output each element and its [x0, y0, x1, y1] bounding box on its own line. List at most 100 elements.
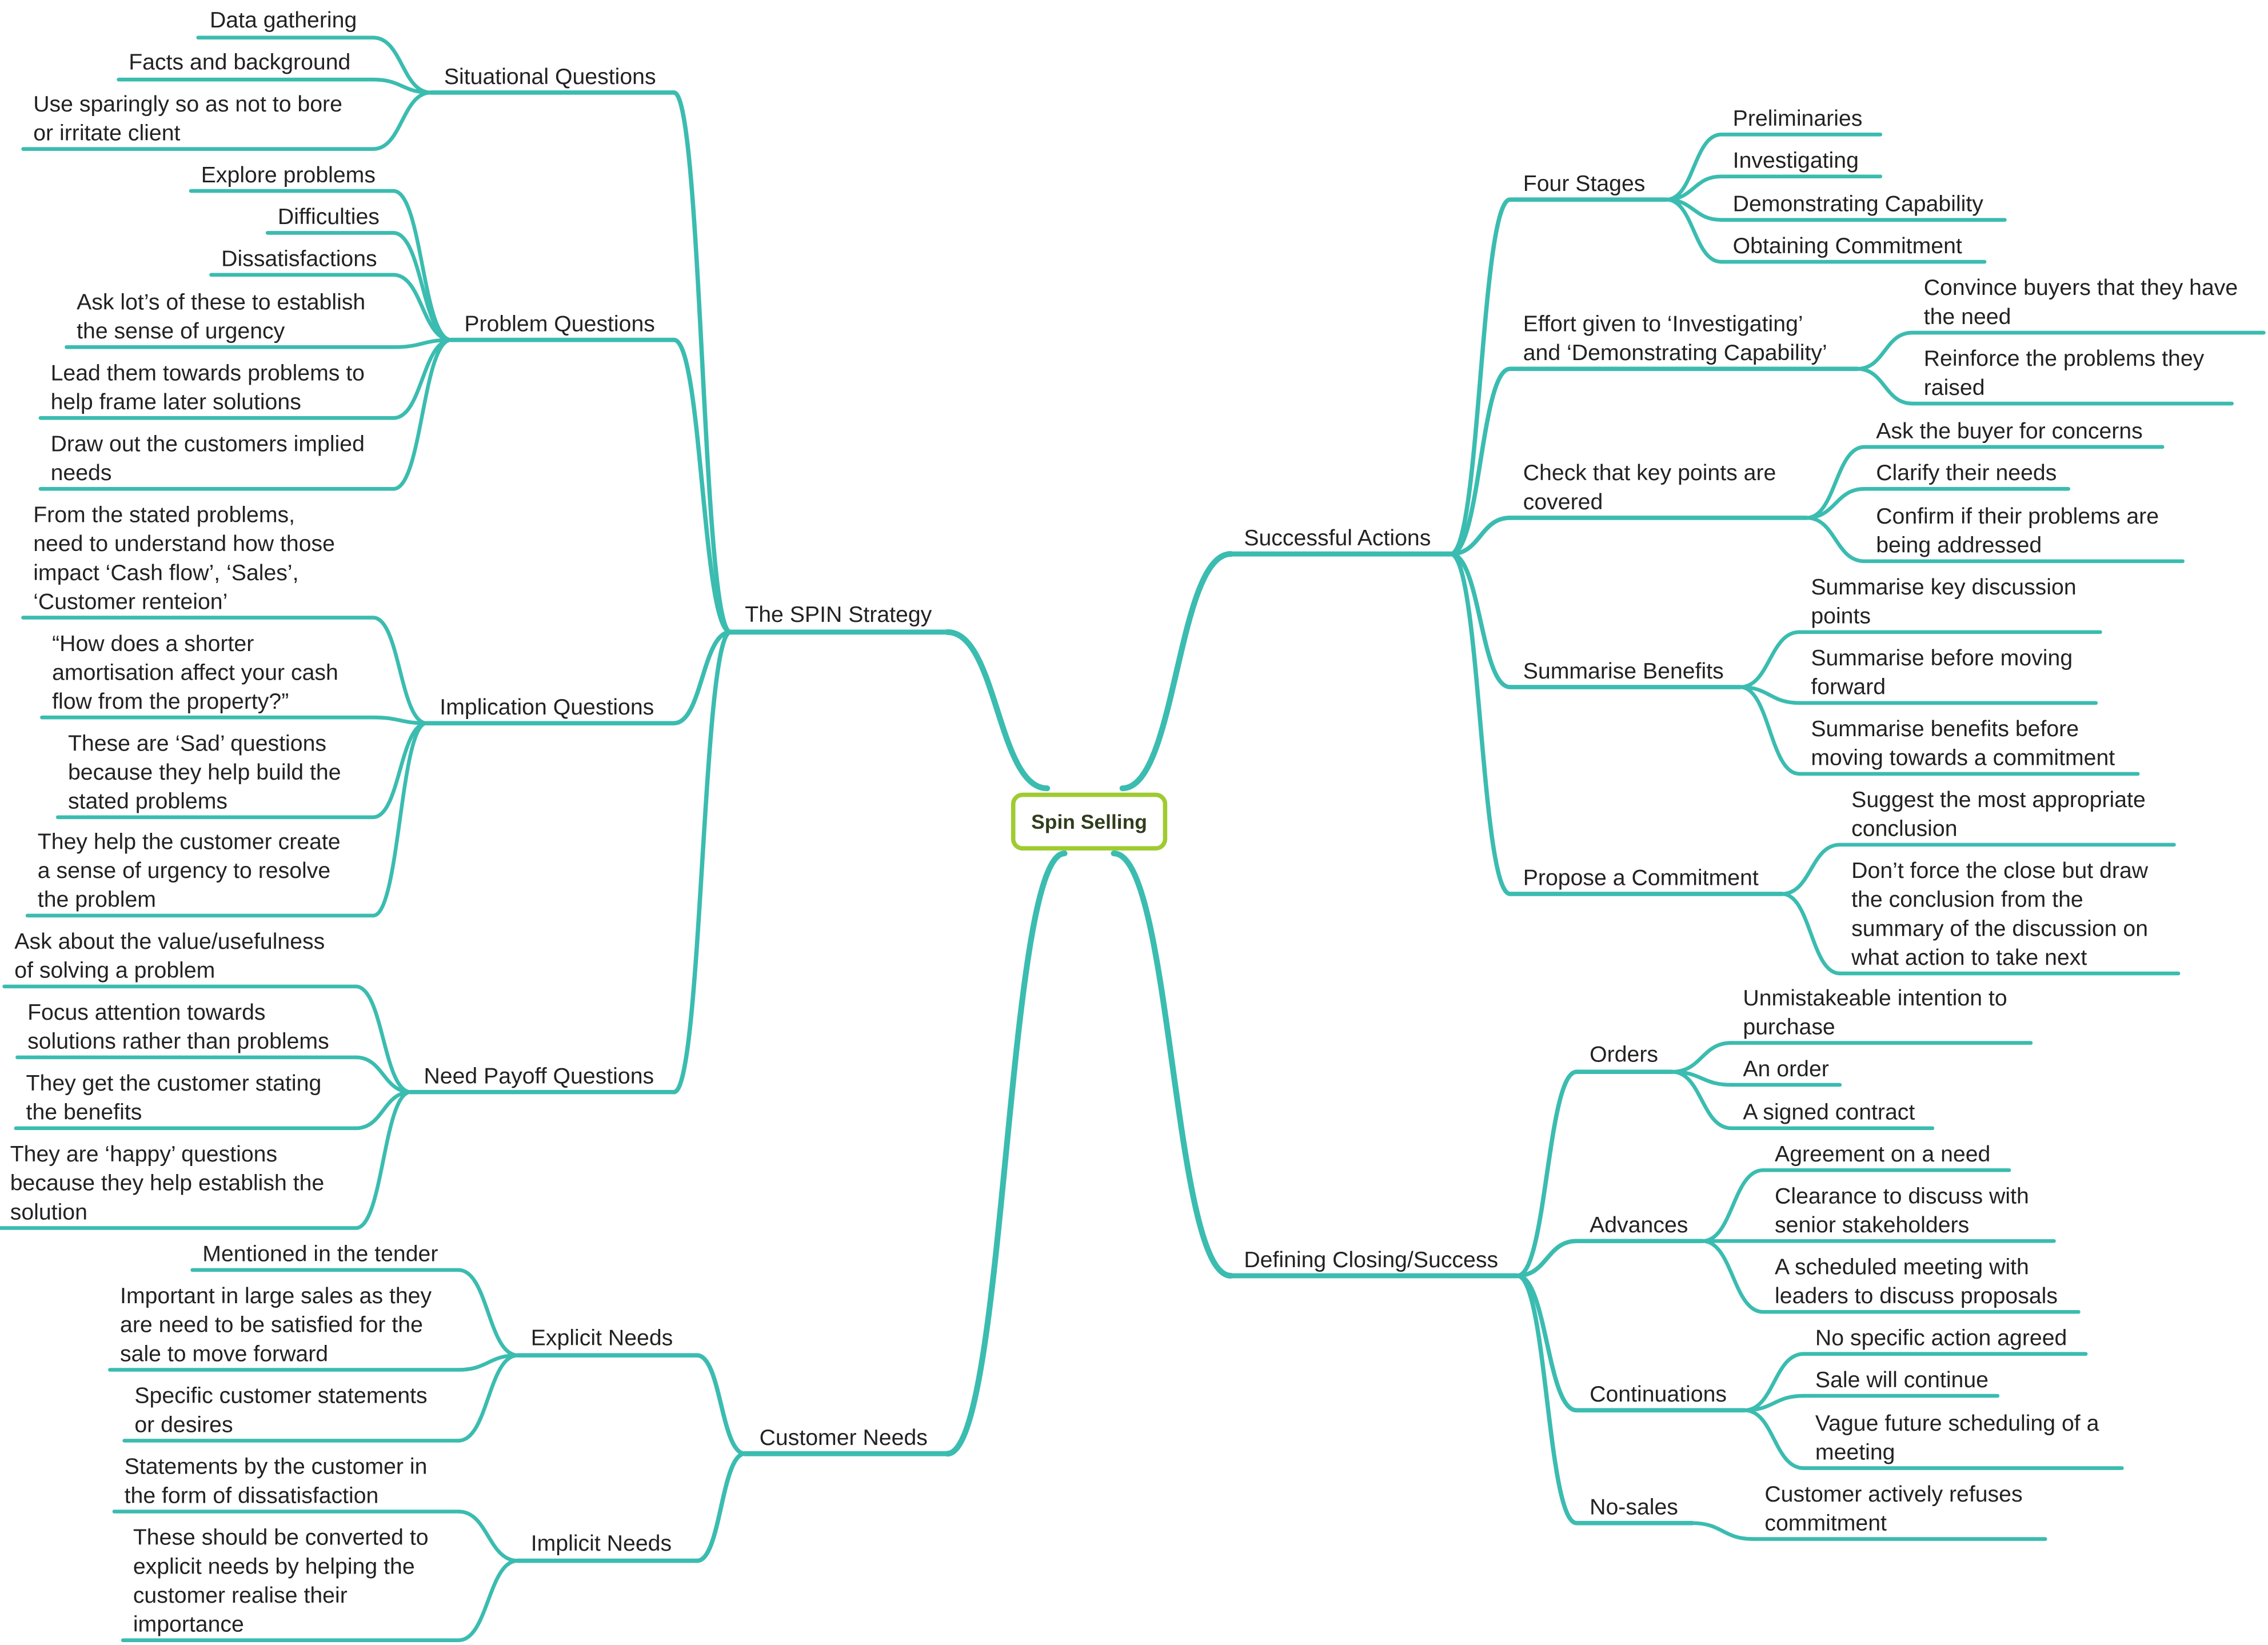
need-payoff-node-connector — [672, 630, 733, 1095]
implicit-node-label[interactable]: Implicit Needs — [530, 1531, 672, 1556]
fs-2-leaf-label[interactable]: Investigating — [1732, 149, 1859, 174]
pc-2-leaf-label[interactable]: Don’t force the close but draw the concl… — [1851, 859, 2149, 971]
exp-2-leaf-connector — [456, 1353, 520, 1372]
exp-1-leaf-label[interactable]: Mentioned in the tender — [202, 1242, 438, 1267]
spin-strategy-branch-label[interactable]: The SPIN Strategy — [745, 603, 932, 628]
prob-2-leaf-label[interactable]: Difficulties — [277, 205, 380, 230]
root-node[interactable]: Spin Selling — [1011, 792, 1168, 851]
check-node-connector — [1448, 516, 1512, 557]
co-2-leaf-label[interactable]: Sale will continue — [1815, 1368, 1989, 1393]
pc-1-leaf-connector — [1780, 843, 1842, 896]
summarise-node-label[interactable]: Summarise Benefits — [1523, 659, 1724, 684]
fs-1-leaf-label[interactable]: Preliminaries — [1732, 107, 1863, 132]
sit-3-leaf-label[interactable]: Use sparingly so as not to bore or irrit… — [33, 92, 342, 146]
orders-node-connector — [1515, 1069, 1579, 1278]
ck-2-leaf-label[interactable]: Clarify their needs — [1876, 461, 2057, 486]
np-4-leaf-label[interactable]: They are ‘happy’ questions because they … — [10, 1143, 325, 1225]
np-2-leaf-label[interactable]: Focus attention towards solutions rather… — [27, 1001, 329, 1055]
sb-3-leaf-label[interactable]: Summarise benefits before moving towards… — [1811, 717, 2115, 771]
nosales-node-label[interactable]: No-sales — [1590, 1495, 1678, 1520]
impl-2-leaf-label[interactable]: These should be converted to explicit ne… — [133, 1526, 429, 1638]
implication-node-connector — [672, 630, 733, 726]
pc-1-leaf-label[interactable]: Suggest the most appropriate conclusion — [1851, 788, 2146, 842]
prob-6-leaf-connector — [392, 338, 453, 491]
spin-strategy-trunk — [944, 629, 1051, 792]
four-stages-node-label[interactable]: Four Stages — [1523, 172, 1646, 197]
ck-3-leaf-label[interactable]: Confirm if their problems are being addr… — [1876, 505, 2159, 558]
continuations-node-label[interactable]: Continuations — [1590, 1383, 1727, 1408]
fs-3-leaf-label[interactable]: Demonstrating Capability — [1732, 192, 1983, 217]
imp-2-leaf-label[interactable]: “How does a shorter amortisation affect … — [52, 632, 338, 715]
np-4-leaf-connector — [354, 1090, 413, 1230]
np-1-leaf-connector — [354, 984, 413, 1094]
customer-needs-trunk — [944, 850, 1068, 1457]
problem-node-connector — [672, 337, 733, 634]
situational-node-label[interactable]: Situational Questions — [444, 65, 656, 90]
explicit-node-connector — [694, 1353, 748, 1456]
ef-2-leaf-label[interactable]: Reinforce the problems they raised — [1923, 347, 2205, 401]
imp-3-leaf-connector — [371, 721, 429, 820]
ad-1-leaf-label[interactable]: Agreement on a need — [1775, 1143, 1991, 1168]
imp-4-leaf-label[interactable]: They help the customer create a sense of… — [37, 830, 341, 913]
customer-needs-branch-label[interactable]: Customer Needs — [759, 1426, 928, 1451]
sb-2-leaf-label[interactable]: Summarise before moving forward — [1811, 646, 2073, 700]
exp-3-leaf-label[interactable]: Specific customer statements or desires — [134, 1384, 428, 1438]
prob-3-leaf-connector — [392, 273, 453, 342]
co-3-leaf-label[interactable]: Vague future scheduling of a meeting — [1815, 1411, 2099, 1466]
sit-2-leaf-label[interactable]: Facts and background — [129, 50, 351, 75]
co-2-leaf-connector — [1742, 1394, 1806, 1412]
or-2-leaf-label[interactable]: An order — [1743, 1057, 1829, 1082]
ns-1-leaf-label[interactable]: Customer actively refuses commitment — [1764, 1482, 2023, 1536]
advances-node-connector — [1515, 1239, 1579, 1278]
successful-actions-branch-label[interactable]: Successful Actions — [1244, 526, 1431, 552]
imp-3-leaf-label[interactable]: These are ‘Sad’ questions because they h… — [67, 732, 341, 814]
ad-3-leaf-label[interactable]: A scheduled meeting with leaders to disc… — [1775, 1255, 2058, 1309]
effort-node-label[interactable]: Effort given to ‘Investigating’ and ‘Dem… — [1523, 312, 1827, 366]
or-3-leaf-label[interactable]: A signed contract — [1743, 1100, 1915, 1125]
need-payoff-node-label[interactable]: Need Payoff Questions — [424, 1064, 654, 1089]
ad-2-leaf-label[interactable]: Clearance to discuss with senior stakeho… — [1775, 1184, 2029, 1239]
imp-1-leaf-connector — [371, 616, 429, 725]
situational-node-connector — [672, 90, 733, 634]
advances-node-label[interactable]: Advances — [1590, 1213, 1688, 1239]
ck-2-leaf-connector — [1804, 487, 1867, 520]
defining-branch-label[interactable]: Defining Closing/Success — [1244, 1248, 1499, 1273]
implication-node-label[interactable]: Implication Questions — [440, 696, 654, 721]
prob-6-leaf-label[interactable]: Draw out the customers implied needs — [50, 432, 365, 486]
prob-4-leaf-label[interactable]: Ask lot’s of these to establish the sens… — [77, 290, 366, 345]
co-1-leaf-label[interactable]: No specific action agreed — [1815, 1326, 2067, 1351]
np-3-leaf-connector — [354, 1090, 413, 1131]
or-3-leaf-connector — [1670, 1069, 1734, 1131]
exp-2-leaf-label[interactable]: Important in large sales as they are nee… — [120, 1284, 432, 1367]
co-3-leaf-connector — [1742, 1408, 1806, 1470]
propose-node-label[interactable]: Propose a Commitment — [1523, 866, 1759, 891]
sit-1-leaf-label[interactable]: Data gathering — [209, 9, 357, 34]
np-3-leaf-label[interactable]: They get the customer stating the benefi… — [26, 1072, 322, 1125]
four-stages-node-connector — [1448, 197, 1512, 557]
impl-1-leaf-label[interactable]: Statements by the customer in the form o… — [124, 1455, 428, 1509]
ad-3-leaf-connector — [1700, 1239, 1766, 1314]
sb-3-leaf-connector — [1738, 685, 1802, 776]
or-1-leaf-label[interactable]: Unmistakeable intention to purchase — [1743, 986, 2007, 1040]
imp-1-leaf-label[interactable]: From the stated problems, need to unders… — [33, 503, 335, 615]
explicit-node-label[interactable]: Explicit Needs — [530, 1326, 673, 1351]
problem-node-label[interactable]: Problem Questions — [464, 312, 655, 337]
prob-3-leaf-label[interactable]: Dissatisfactions — [221, 247, 377, 272]
orders-node-label[interactable]: Orders — [1590, 1043, 1659, 1068]
ef-1-leaf-label[interactable]: Convince buyers that they have the need — [1923, 276, 2238, 330]
exp-1-leaf-connector — [456, 1268, 520, 1357]
successful-actions-trunk — [1119, 551, 1234, 792]
prob-5-leaf-label[interactable]: Lead them towards problems to help frame… — [50, 361, 365, 416]
sb-1-leaf-label[interactable]: Summarise key discussion points — [1811, 576, 2077, 629]
prob-1-leaf-label[interactable]: Explore problems — [201, 163, 376, 188]
nosales-node-connector — [1515, 1273, 1579, 1526]
np-1-leaf-label[interactable]: Ask about the value/usefulness of solvin… — [14, 930, 325, 984]
fs-4-leaf-label[interactable]: Obtaining Commitment — [1732, 234, 1962, 259]
check-node-label[interactable]: Check that key points are covered — [1523, 461, 1776, 515]
ef-2-leaf-connector — [1855, 367, 1914, 406]
ck-3-leaf-connector — [1804, 516, 1867, 564]
ef-1-leaf-connector — [1855, 330, 1914, 371]
ck-1-leaf-label[interactable]: Ask the buyer for concerns — [1876, 419, 2143, 444]
